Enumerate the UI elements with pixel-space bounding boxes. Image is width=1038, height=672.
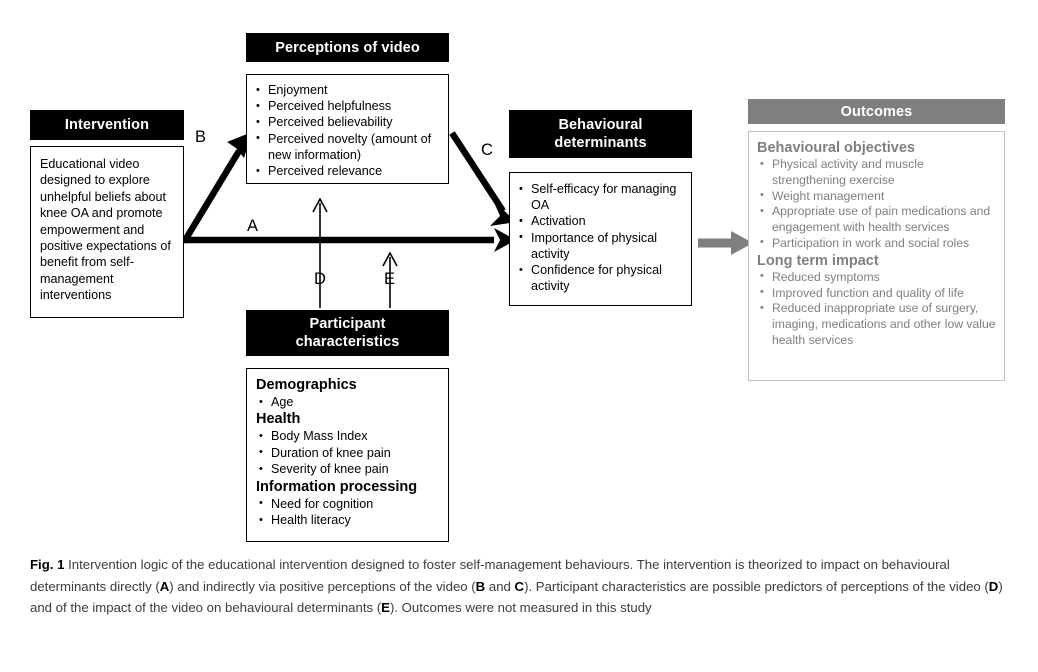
participant-header-line2: characteristics [295,334,400,350]
caption-part6: ). Outcomes were not measured in this st… [389,600,652,615]
list-item: Perceived believability [253,114,443,130]
participant-group-title: Information processing [256,478,418,495]
caption-part2: ) and indirectly via positive perception… [169,578,476,594]
list-item: Appropriate use of pain medications and … [757,204,997,236]
perceptions-list: Enjoyment Perceived helpfulness Perceive… [253,81,443,179]
behavioural-determinants-header-line1: Behavioural [558,117,643,133]
list-item: Health literacy [256,512,442,529]
caption-bold-e: E [381,600,390,615]
arrow-label-b: B [195,128,207,146]
participant-characteristics-box: Demographics Age Health Body Mass Index … [246,368,449,542]
caption-bold-c: C [514,578,525,594]
participant-characteristics-header: Participant characteristics [246,310,449,356]
list-item: Perceived relevance [253,163,443,179]
participant-header-line1: Participant [309,316,386,332]
list-item: Improved function and quality of life [757,285,997,302]
participant-information-processing-list: Need for cognition Health literacy [256,495,442,529]
list-item: Importance of physical activity [516,229,686,262]
list-item: Age [256,393,442,410]
list-item: Body Mass Index [256,428,442,445]
arrow-a [184,228,516,252]
caption-part4: ). Participant characteristics are possi… [524,578,989,594]
arrow-to-outcomes [698,231,753,255]
list-item: Severity of knee pain [256,461,442,478]
list-item: Duration of knee pain [256,444,442,461]
list-item: Perceived helpfulness [253,98,443,114]
arrow-label-d: D [314,270,326,288]
perceptions-box: Enjoyment Perceived helpfulness Perceive… [246,74,449,184]
list-item: Confidence for physical activity [516,262,686,294]
arrow-label-a: A [247,217,259,235]
list-item: Weight management [757,188,997,205]
caption-bold-d: D [988,578,999,594]
arrow-e [382,251,398,308]
list-item: Physical activity and muscle strengtheni… [757,157,997,189]
participant-group-title: Health [256,411,301,428]
caption-part3: and [485,578,515,594]
list-item: Enjoyment [253,81,443,98]
caption-figure-label: Fig. 1 [30,557,65,572]
behavioural-determinants-header-line2: determinants [554,135,647,151]
intervention-box: Educational video designed to explore un… [30,146,184,318]
arrow-layer [181,131,753,308]
caption-part5: ) and of the impact of the video on beha… [30,578,1003,616]
list-item: Self-efficacy for managing OA [516,180,686,213]
outcomes-long-term-impact-list: Reduced symptoms Improved function and q… [757,269,997,349]
arrow-d [312,197,328,308]
list-item: Perceived novelty (amount of new informa… [253,130,443,163]
list-item: Reduced inappropriate use of surgery, im… [757,301,997,348]
arrow-b [181,132,252,244]
behavioural-determinants-box: Self-efficacy for managing OA Activation… [509,172,692,306]
arrow-label-c: C [481,141,493,159]
participant-health-list: Body Mass Index Duration of knee pain Se… [256,428,442,478]
arrow-label-e: E [384,270,396,288]
outcomes-box: Behavioural objectives Physical activity… [748,131,1005,381]
figure-caption: Fig. 1 Intervention logic of the educati… [30,554,1008,619]
intervention-text: Educational video designed to explore un… [40,157,171,303]
participant-demographics-list: Age [256,393,442,410]
figure-canvas: A B C D E Intervention Educational video… [0,0,1038,545]
list-item: Need for cognition [256,495,442,512]
outcomes-group-title: Long term impact [757,252,879,269]
behavioural-determinants-list: Self-efficacy for managing OA Activation… [516,180,686,294]
intervention-header: Intervention [30,110,184,140]
outcomes-behavioural-objectives-list: Physical activity and muscle strengtheni… [757,157,997,252]
caption-part1: Intervention logic of the educational in… [30,557,950,594]
list-item: Reduced symptoms [757,269,997,286]
perceptions-header: Perceptions of video [246,33,449,62]
list-item: Activation [516,213,686,229]
list-item: Participation in work and social roles [757,235,997,252]
outcomes-group-title: Behavioural objectives [757,140,915,156]
behavioural-determinants-header: Behavioural determinants [509,110,692,158]
caption-bold-a: A [159,578,170,594]
caption-bold-b: B [475,578,486,594]
participant-group-title: Demographics [256,377,357,393]
outcomes-header: Outcomes [748,99,1005,124]
